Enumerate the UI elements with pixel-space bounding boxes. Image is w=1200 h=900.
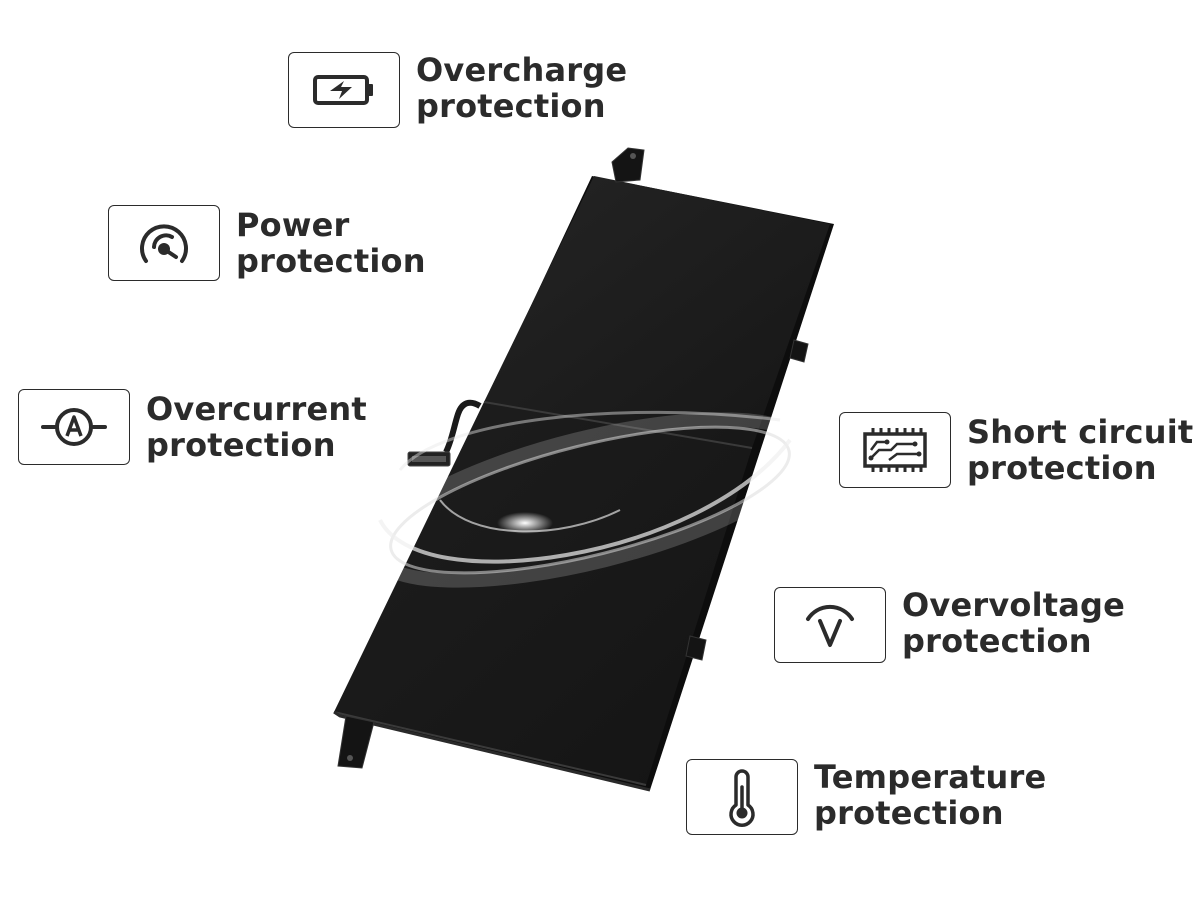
feature-title: Temperature: [814, 758, 1047, 796]
icon-box: [686, 759, 798, 835]
circuit-board-icon: [863, 428, 927, 472]
feature-subtitle: protection: [146, 426, 336, 464]
feature-title: Short circuit: [967, 413, 1194, 451]
mounting-tabs: [337, 147, 809, 769]
feature-overcharge: Overcharge protection: [288, 52, 648, 132]
feature-title: Power: [236, 206, 350, 244]
icon-box: [774, 587, 886, 663]
feature-subtitle: protection: [416, 87, 606, 125]
icon-box: [108, 205, 220, 281]
feature-subtitle: protection: [967, 449, 1157, 487]
thermometer-icon: [729, 769, 755, 827]
feature-label: Overcurrent protection: [146, 391, 367, 463]
battery-top-panel: [484, 176, 830, 448]
ammeter-icon: [41, 408, 107, 446]
gauge-icon: [140, 224, 188, 263]
feature-title: Overcharge: [416, 51, 628, 89]
feature-temperature: Temperature protection: [686, 759, 1056, 839]
swirl-effect: [367, 410, 813, 588]
icon-box: [839, 412, 951, 488]
connector-cable: [407, 399, 482, 467]
feature-label: Overcharge protection: [416, 52, 627, 124]
feature-subtitle: protection: [236, 242, 426, 280]
feature-title: Overvoltage: [902, 586, 1126, 624]
feature-overcurrent: Overcurrent protection: [18, 389, 378, 469]
feature-title: Overcurrent: [146, 390, 367, 428]
feature-label: Short circuit protection: [967, 414, 1193, 486]
feature-label: Temperature protection: [814, 759, 1046, 831]
feature-label: Overvoltage protection: [902, 587, 1125, 659]
feature-label: Power protection: [236, 207, 426, 279]
feature-subtitle: protection: [902, 622, 1092, 660]
icon-box: [288, 52, 400, 128]
feature-overvoltage: Overvoltage protection: [774, 587, 1134, 667]
voltmeter-icon: [806, 604, 854, 647]
feature-short-circuit: Short circuit protection: [839, 412, 1194, 492]
icon-box: [18, 389, 130, 465]
feature-subtitle: protection: [814, 794, 1004, 832]
battery-charge-icon: [313, 75, 373, 105]
feature-power: Power protection: [108, 205, 448, 285]
